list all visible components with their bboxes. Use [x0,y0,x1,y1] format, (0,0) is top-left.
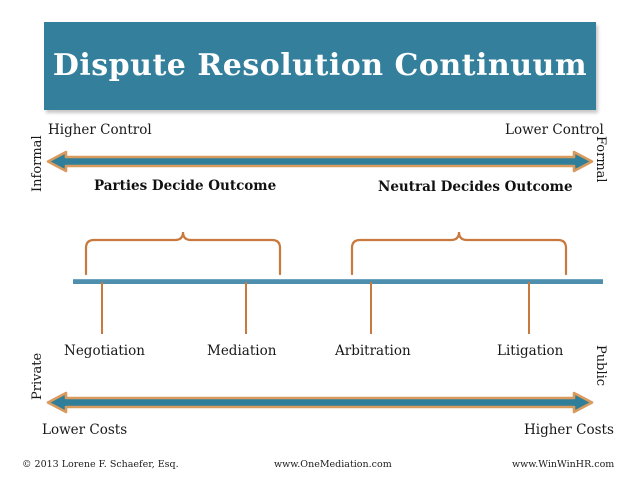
side-label-informal: Informal [30,135,45,192]
tick-mediation [245,282,247,334]
process-label-mediation: Mediation [207,343,277,359]
control-continuum-arrow [46,150,594,173]
tick-litigation [528,282,530,334]
footer-link-winwinhr[interactable]: www.WinWinHR.com [512,459,615,470]
label-lower-control: Lower Control [505,122,604,138]
group-label-parties-decide: Parties Decide Outcome [94,178,277,194]
footer-link-onemediation[interactable]: www.OneMediation.com [274,459,392,470]
tick-arbitration [370,282,372,334]
footer-copyright: © 2013 Lorene F. Schaefer, Esq. [22,459,179,470]
side-label-private: Private [30,352,45,400]
brace-neutral-decides [350,228,568,276]
title-banner: Dispute Resolution Continuum [44,22,596,110]
label-higher-control: Higher Control [48,122,152,138]
process-label-negotiation: Negotiation [64,343,145,359]
label-lower-costs: Lower Costs [42,422,128,438]
process-label-arbitration: Arbitration [335,343,411,359]
side-label-formal: Formal [593,136,608,183]
side-label-public: Public [593,345,608,387]
label-higher-costs: Higher Costs [524,422,614,438]
tick-negotiation [101,282,103,334]
process-label-litigation: Litigation [497,343,564,359]
group-label-neutral-decides: Neutral Decides Outcome [378,179,573,195]
cost-continuum-arrow [46,391,594,414]
brace-parties-decide [84,228,282,276]
continuum-baseline [73,279,603,284]
page-title: Dispute Resolution Continuum [52,48,588,83]
